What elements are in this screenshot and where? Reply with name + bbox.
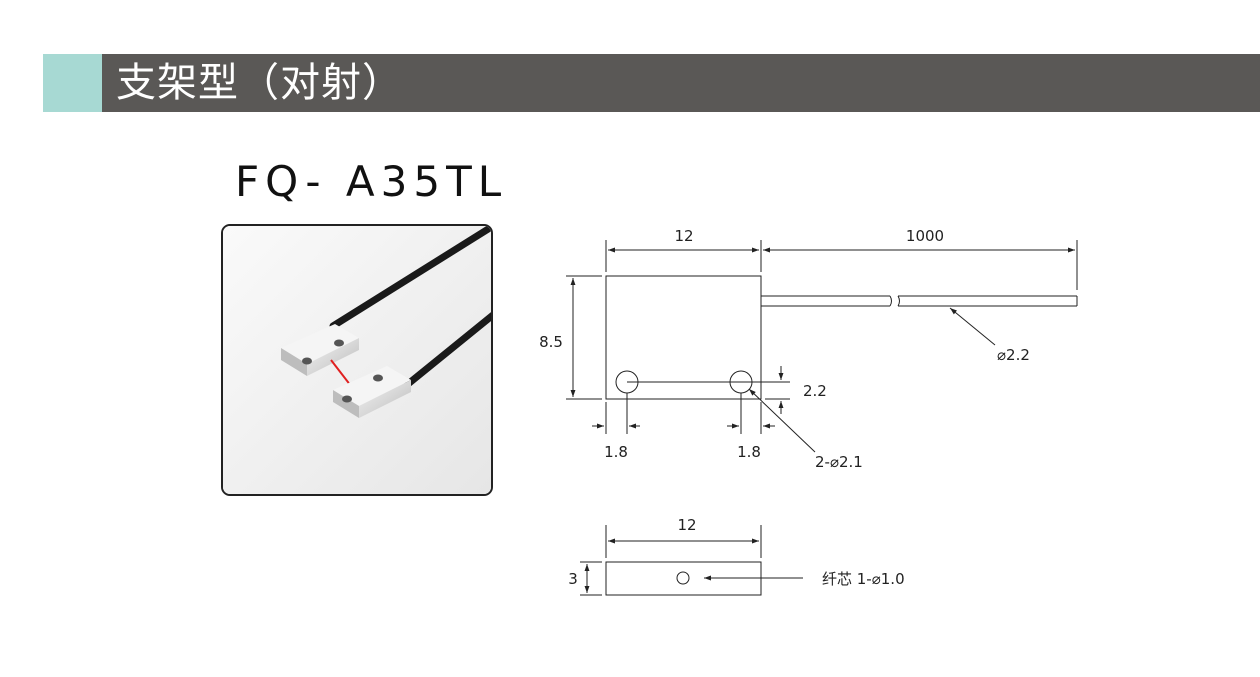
- dim-cable-diameter-label: ⌀2.2: [997, 346, 1030, 364]
- side-view-labels: 12 3 纤芯 1-⌀1.0: [568, 516, 904, 588]
- front-view-labels: 12 1000 8.5 2.2 1.8 1.8 2-⌀2.1 ⌀2.2: [539, 227, 1030, 471]
- side-width-label: 12: [677, 516, 696, 534]
- side-view: [580, 525, 803, 596]
- dim-hole-offset-left-label: 1.8: [604, 443, 628, 461]
- dim-cable-length-label: 1000: [906, 227, 944, 245]
- header-bar: [43, 54, 1260, 112]
- dim-hole-offset-y-label: 2.2: [803, 382, 827, 400]
- dim-holes-label: 2-⌀2.1: [815, 453, 863, 471]
- front-view: [566, 240, 1078, 453]
- page-title: 支架型（对射）: [116, 60, 403, 106]
- product-photo: [221, 224, 493, 496]
- fiber-core-label: 纤芯 1-⌀1.0: [822, 570, 905, 588]
- dim-width-label: 12: [674, 227, 693, 245]
- side-thickness-label: 3: [568, 570, 578, 588]
- product-photo-illustration: [223, 226, 491, 494]
- dim-hole-offset-right-label: 1.8: [737, 443, 761, 461]
- dim-height-label: 8.5: [539, 333, 563, 351]
- model-label: FQ- A35TL: [235, 157, 508, 206]
- header-accent: [43, 54, 102, 112]
